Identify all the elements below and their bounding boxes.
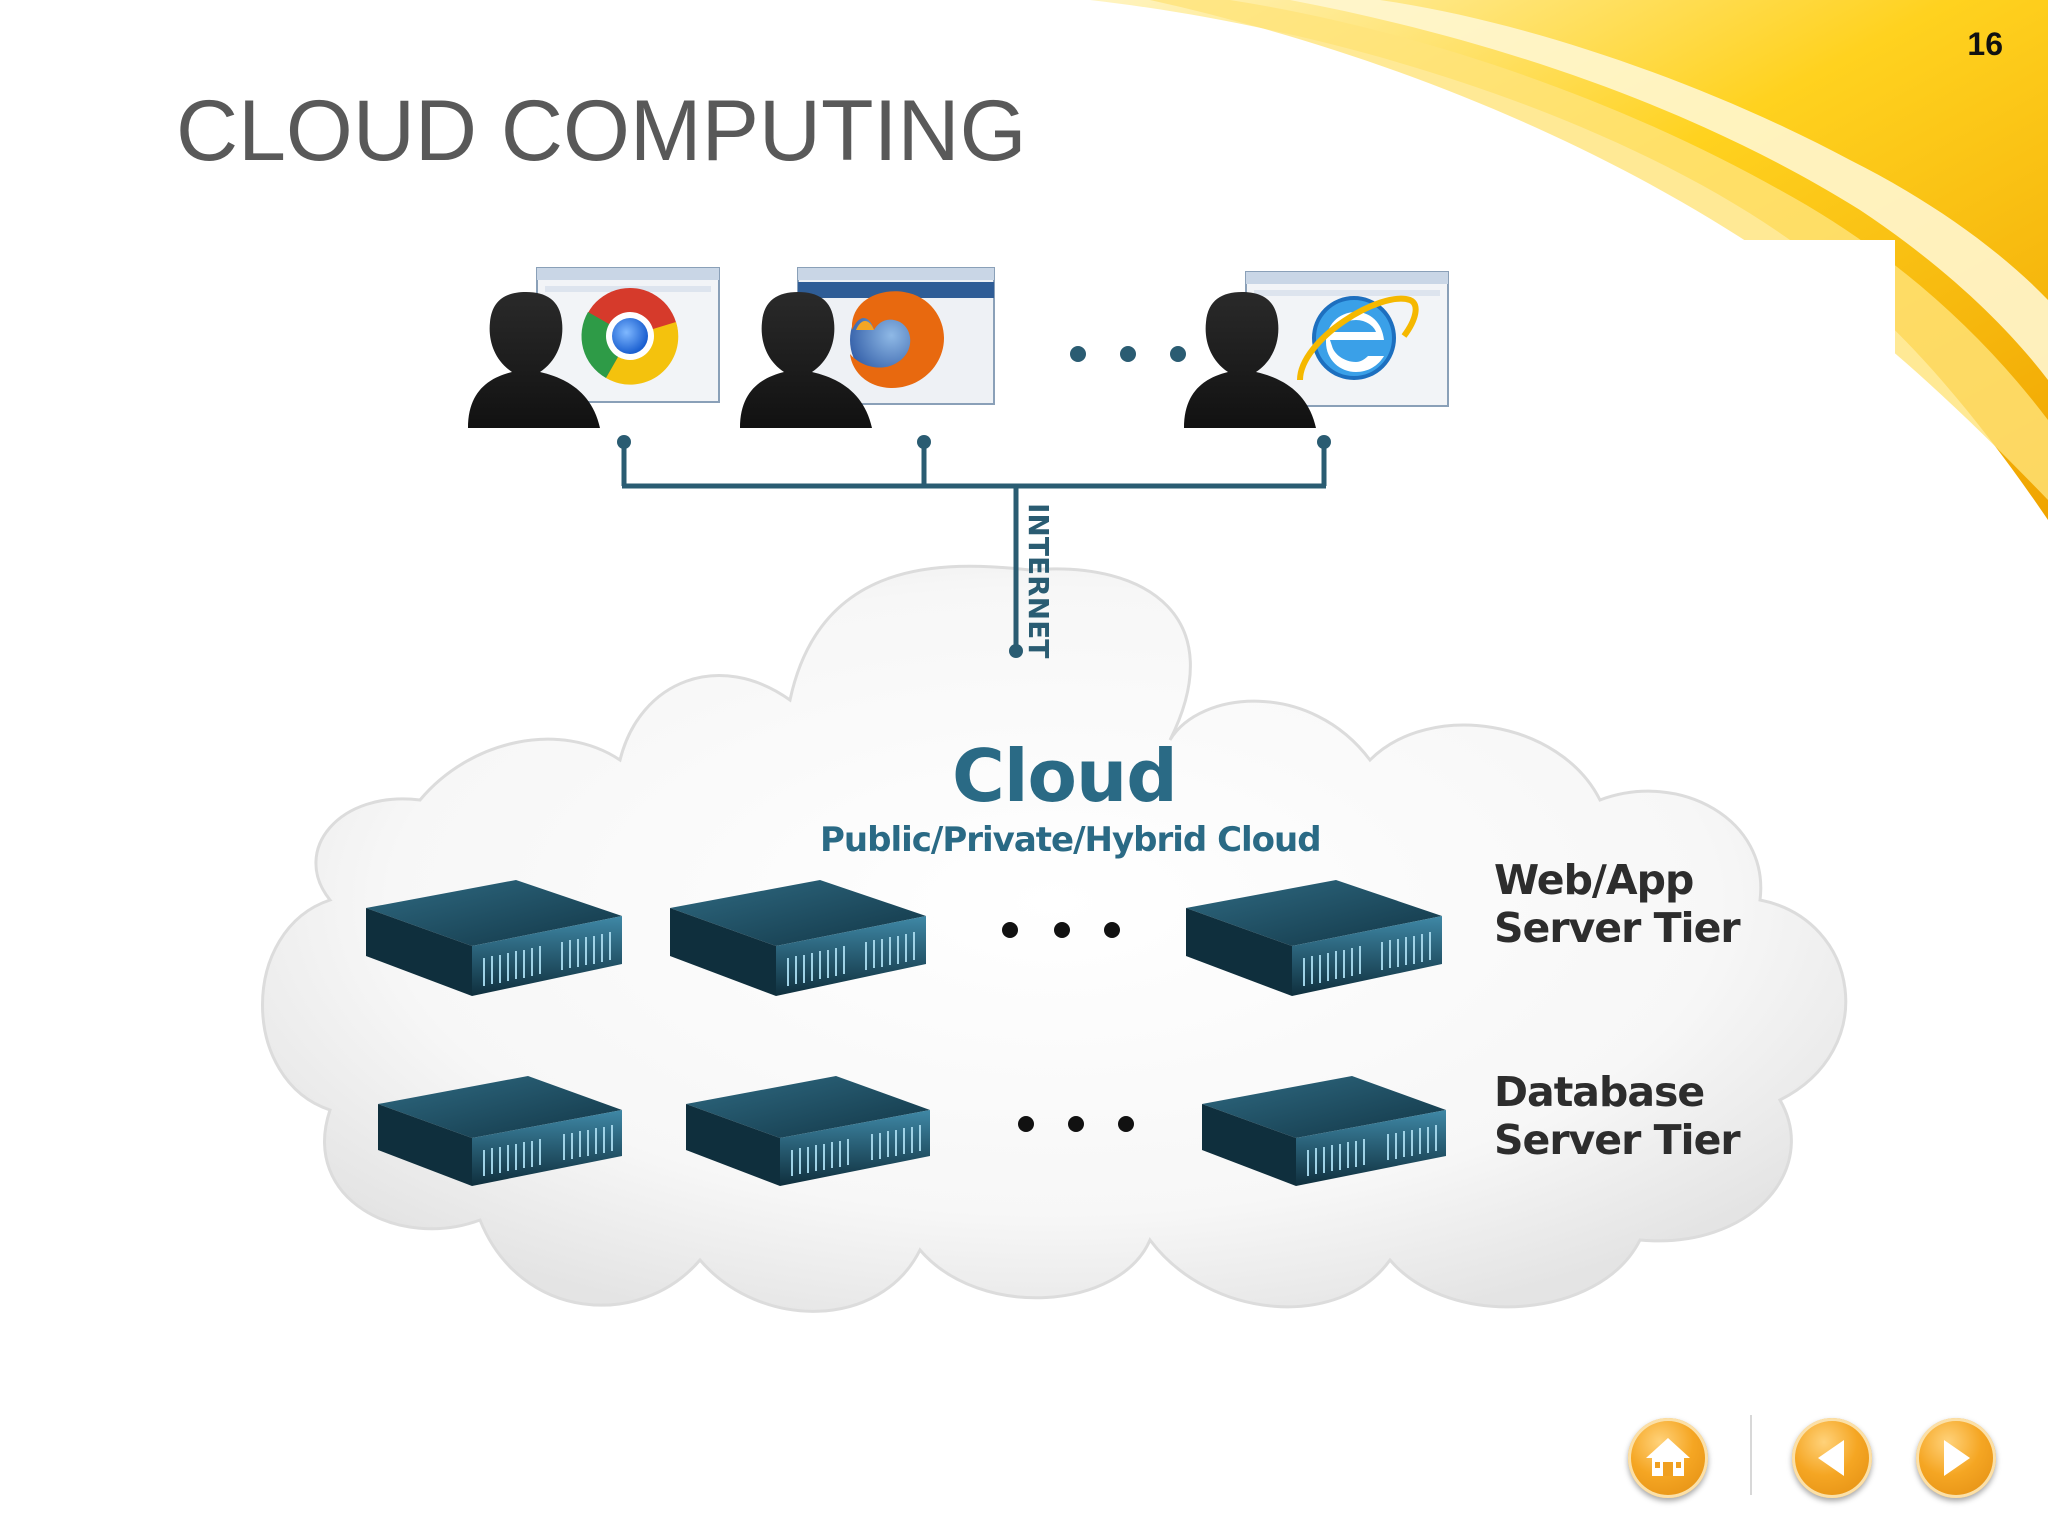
nav-divider	[1750, 1415, 1752, 1495]
tier-label-line: Web/App	[1494, 856, 1694, 904]
server-icon	[670, 880, 926, 996]
previous-arrow-icon	[1818, 1440, 1844, 1476]
user-silhouette-1	[468, 292, 600, 428]
server-icon	[1202, 1076, 1446, 1186]
connection-dots	[617, 435, 1331, 658]
firefox-icon	[850, 291, 944, 388]
user-silhouette-2	[740, 292, 872, 428]
tier-label-line: Server Tier	[1494, 904, 1741, 952]
client-user-2	[740, 267, 995, 428]
internet-explorer-icon	[1297, 295, 1419, 381]
database-server-row	[378, 1076, 1446, 1186]
tier-label-line: Server Tier	[1494, 1116, 1741, 1164]
client-user-3	[1184, 271, 1449, 428]
cloud-title: Cloud	[952, 734, 1178, 818]
server-icon	[378, 1076, 622, 1186]
server-ellipsis	[1002, 922, 1120, 938]
cloud-shape	[261, 564, 1848, 1313]
client-ellipsis	[1070, 346, 1186, 362]
server-icon	[1186, 880, 1442, 996]
page-number: 16	[1967, 26, 2003, 62]
server-icon	[686, 1076, 930, 1186]
web-app-server-row	[366, 880, 1442, 996]
slide-title: CLOUD COMPUTING	[176, 83, 1027, 179]
cloud-subtitle: Public/Private/Hybrid Cloud	[820, 820, 1322, 860]
database-tier-label: Database Server Tier	[1494, 1068, 1741, 1164]
next-slide-button[interactable]	[1916, 1418, 1996, 1498]
home-button[interactable]	[1628, 1418, 1708, 1498]
previous-slide-button[interactable]	[1792, 1418, 1872, 1498]
server-ellipsis	[1018, 1116, 1134, 1132]
chrome-icon	[581, 288, 679, 385]
next-arrow-icon	[1944, 1440, 1970, 1476]
tier-label-line: Database	[1494, 1068, 1705, 1116]
user-silhouette-3	[1184, 292, 1316, 428]
server-icon	[366, 880, 622, 996]
home-icon	[1646, 1438, 1690, 1476]
internet-connection-lines	[621, 442, 1327, 650]
client-user-1	[468, 267, 720, 428]
internet-label: INTERNET	[1022, 503, 1055, 659]
web-app-tier-label: Web/App Server Tier	[1494, 856, 1741, 952]
